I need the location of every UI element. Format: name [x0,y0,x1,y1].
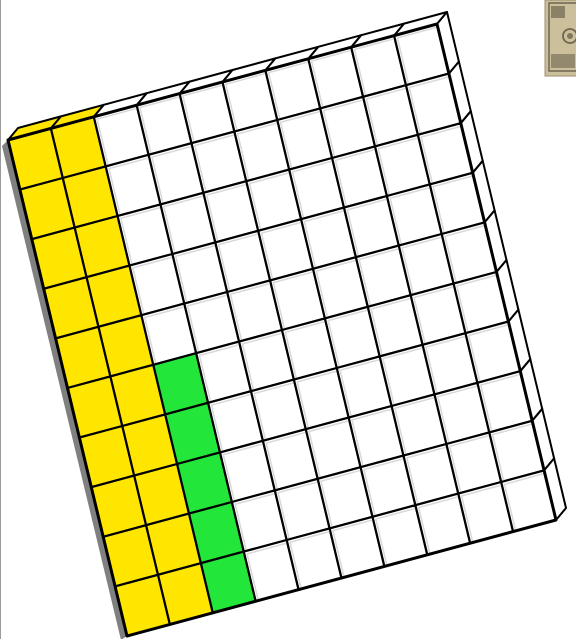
banknote-corner-mark [551,6,565,18]
left-edge-line [0,0,1,639]
dollar-bill-icon [545,0,576,76]
banknote-seal-center [567,33,573,39]
banknote-bottom-mark [551,54,575,68]
